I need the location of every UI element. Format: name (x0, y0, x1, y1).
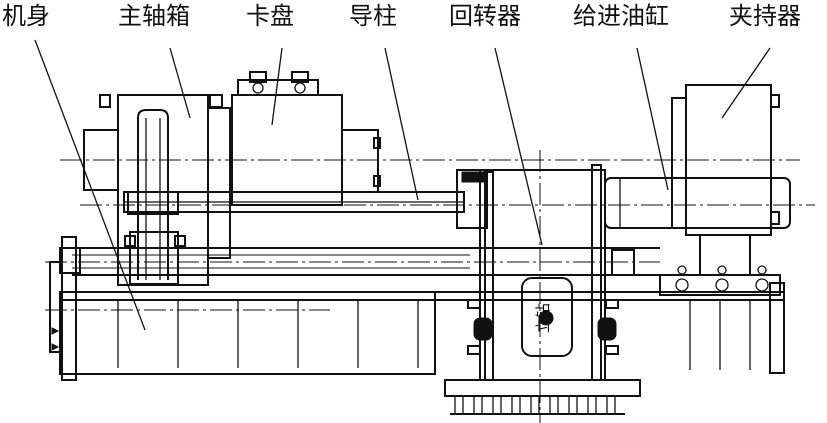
label-feed-cylinder: 给进油缸 (573, 2, 669, 30)
label-chuck: 卡盘 (246, 2, 294, 30)
label-rotator: 回转器 (449, 2, 521, 30)
label-clamp: 夹持器 (729, 2, 801, 30)
label-guide-post: 导柱 (349, 2, 397, 30)
label-bed: 机身 (2, 2, 50, 30)
feed-cylinder (604, 177, 791, 229)
leader-lines (34, 39, 771, 331)
rotator-stamp: 立钻 (534, 303, 552, 333)
bed-frame (49, 236, 436, 381)
chuck (231, 71, 381, 206)
rotator: 立钻 (456, 164, 635, 381)
clamp (659, 84, 785, 374)
rotator-base (444, 379, 641, 415)
spindle-box (83, 94, 231, 286)
label-spindle-box: 主轴箱 (118, 2, 190, 30)
centerlines (45, 150, 815, 423)
guide-post (123, 191, 465, 213)
